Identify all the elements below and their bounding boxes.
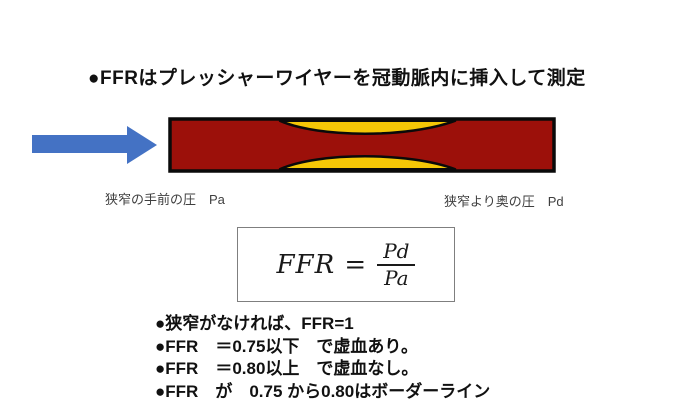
bullet-ischemia-present: ●FFR ＝0.75以下 で虚血あり。 — [155, 336, 419, 356]
label-distal-pressure: 狭窄より奥の圧 Pd — [444, 194, 564, 209]
bullet-no-stenosis: ●狭窄がなければ、FFR=1 — [155, 314, 354, 333]
ffr-formula-box: FFR = Pd Pa — [237, 227, 455, 302]
formula-denominator: Pa — [384, 265, 409, 290]
formula-numerator: Pd — [377, 239, 416, 266]
plaque-bottom — [278, 155, 457, 171]
label-proximal-pressure: 狭窄の手前の圧 Pa — [105, 192, 225, 207]
coronary-vessel-diagram — [168, 117, 556, 173]
flow-arrow-shape — [32, 126, 157, 164]
formula-lhs: FFR = — [276, 249, 368, 280]
bullet-list: ●狭窄がなければ、FFR=1 ●FFR ＝0.75以下 で虚血あり。 ●FFR … — [155, 313, 490, 403]
bullet-ischemia-absent: ●FFR ＝0.80以上 で虚血なし。 — [155, 359, 419, 378]
slide-title: ●FFRはプレッシャーワイヤーを冠動脈内に挿入して測定 — [88, 68, 586, 89]
formula-fraction: Pd Pa — [377, 239, 416, 290]
bullet-borderline: ●FFR が 0.75 から0.80はボーダーライン — [155, 381, 491, 401]
plaque-top — [278, 119, 457, 135]
flow-arrow-icon — [32, 126, 157, 164]
